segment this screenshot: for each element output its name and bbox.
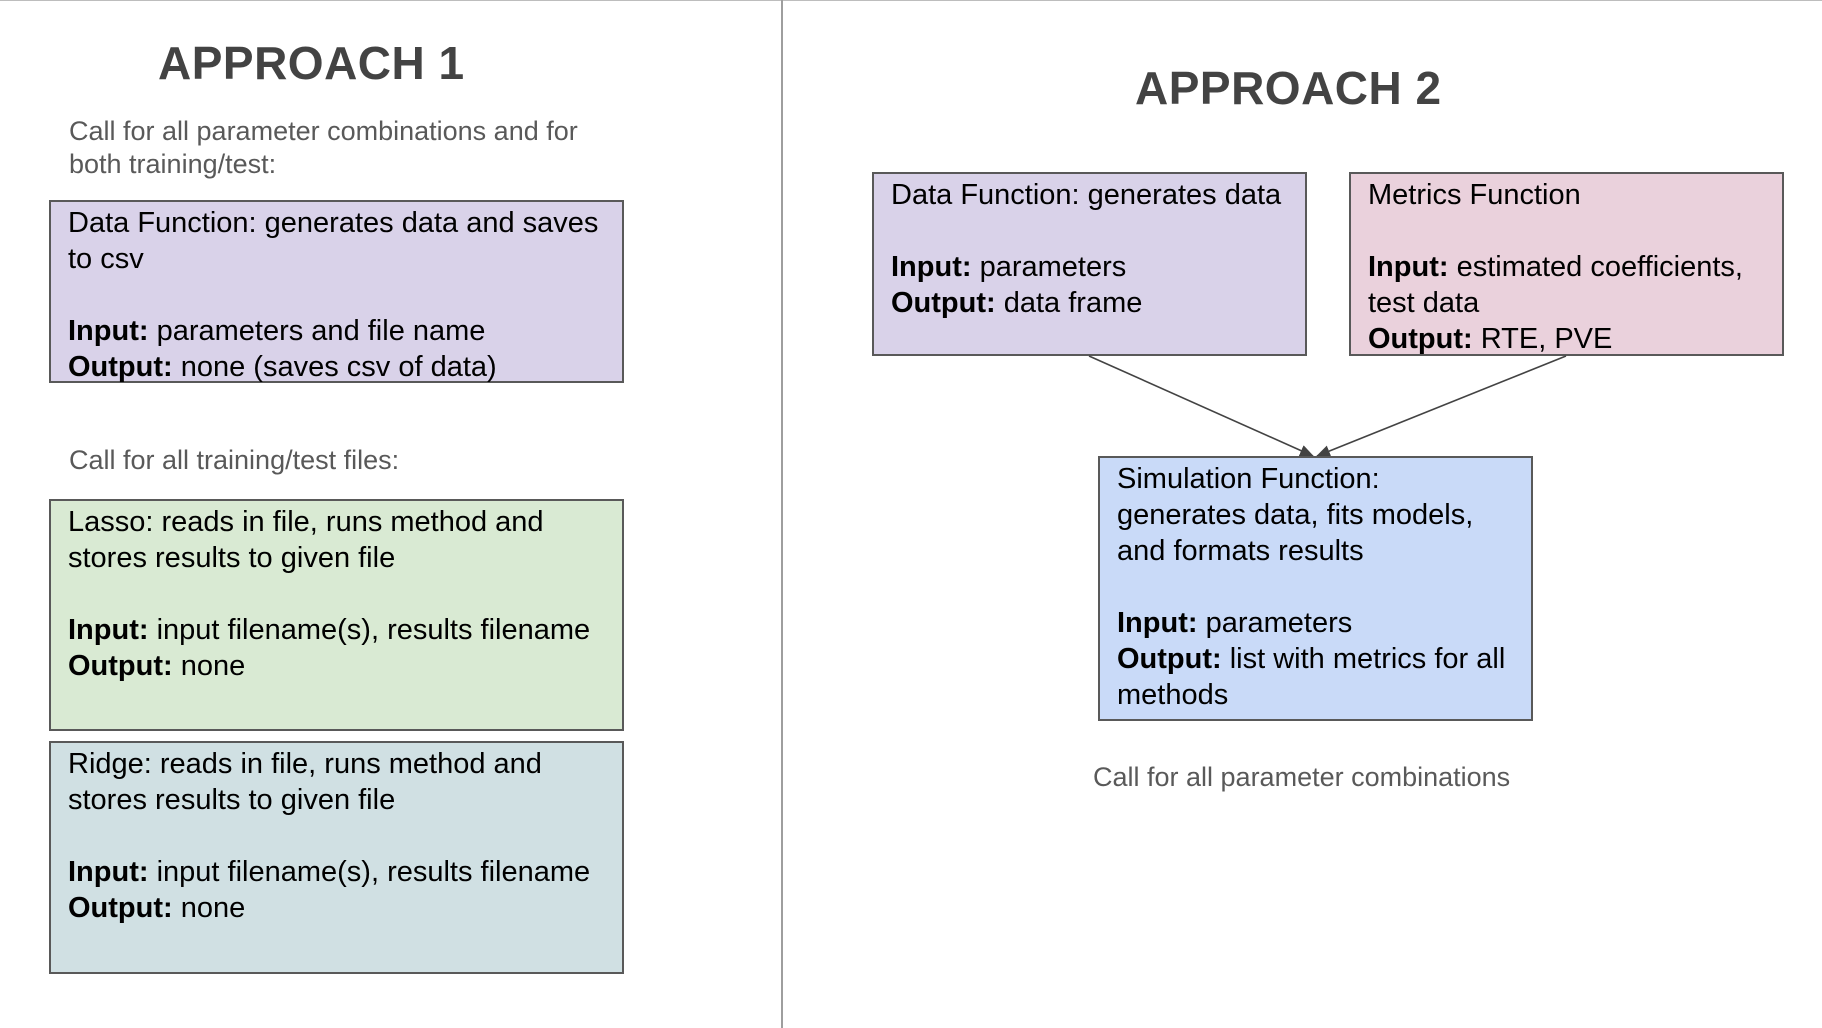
- input-label: Input:: [1117, 607, 1198, 639]
- arrow-metrics-to-simulation: [1316, 355, 1567, 457]
- output-value: RTE, PVE: [1480, 323, 1613, 355]
- output-value: none: [180, 892, 246, 924]
- input-label: Input:: [68, 614, 149, 646]
- output-label: Output:: [68, 351, 173, 383]
- input-label: Input:: [891, 251, 972, 283]
- top-border-line: [0, 0, 1822, 1]
- output-value: none (saves csv of data): [180, 351, 497, 383]
- input-value: input filename(s), results filename: [156, 614, 591, 646]
- input-value: parameters and file name: [156, 315, 486, 347]
- approach2-data-function-box: Data Function: generates data Input: par…: [872, 172, 1307, 356]
- approach2-note-bottom: Call for all parameter combinations: [1093, 762, 1511, 792]
- output-label: Output:: [891, 287, 996, 319]
- lasso-desc: Lasso: reads in file, runs method and st…: [68, 506, 544, 574]
- output-label: Output:: [1368, 323, 1473, 355]
- input-value: estimated coefficients, test data: [1368, 251, 1743, 319]
- approach2-title: APPROACH 2: [1135, 62, 1442, 114]
- input-label: Input:: [68, 856, 149, 888]
- input-value: input filename(s), results filename: [156, 856, 591, 888]
- approach1-title: APPROACH 1: [158, 37, 465, 89]
- approach1-note-top: Call for all parameter combinations and …: [69, 116, 578, 179]
- output-label: Output:: [68, 892, 173, 924]
- data-function-desc: Data Function: generates data and saves …: [68, 207, 599, 275]
- simulation-function-box: Simulation Function: generates data, fit…: [1098, 456, 1533, 721]
- ridge-box: Ridge: reads in file, runs method and st…: [49, 741, 624, 974]
- approach1-note-mid: Call for all training/test files:: [69, 445, 400, 475]
- output-value: none: [180, 650, 246, 682]
- arrow-data-to-simulation: [1088, 355, 1314, 457]
- ridge-desc: Ridge: reads in file, runs method and st…: [68, 748, 542, 816]
- metrics-function-desc: Metrics Function: [1368, 179, 1581, 211]
- output-value: data frame: [1003, 287, 1143, 319]
- output-label: Output:: [1117, 643, 1222, 675]
- lasso-box: Lasso: reads in file, runs method and st…: [49, 499, 624, 731]
- input-label: Input:: [1368, 251, 1449, 283]
- metrics-function-box: Metrics Function Input: estimated coeffi…: [1349, 172, 1784, 356]
- approach-divider: [781, 0, 783, 1028]
- input-value: parameters: [1205, 607, 1353, 639]
- approach1-data-function-box: Data Function: generates data and saves …: [49, 200, 624, 383]
- output-value: list with metrics for all methods: [1117, 643, 1506, 711]
- data-function-desc: Data Function: generates data: [891, 179, 1282, 211]
- simulation-function-desc: Simulation Function: generates data, fit…: [1117, 463, 1474, 567]
- input-label: Input:: [68, 315, 149, 347]
- output-label: Output:: [68, 650, 173, 682]
- input-value: parameters: [979, 251, 1127, 283]
